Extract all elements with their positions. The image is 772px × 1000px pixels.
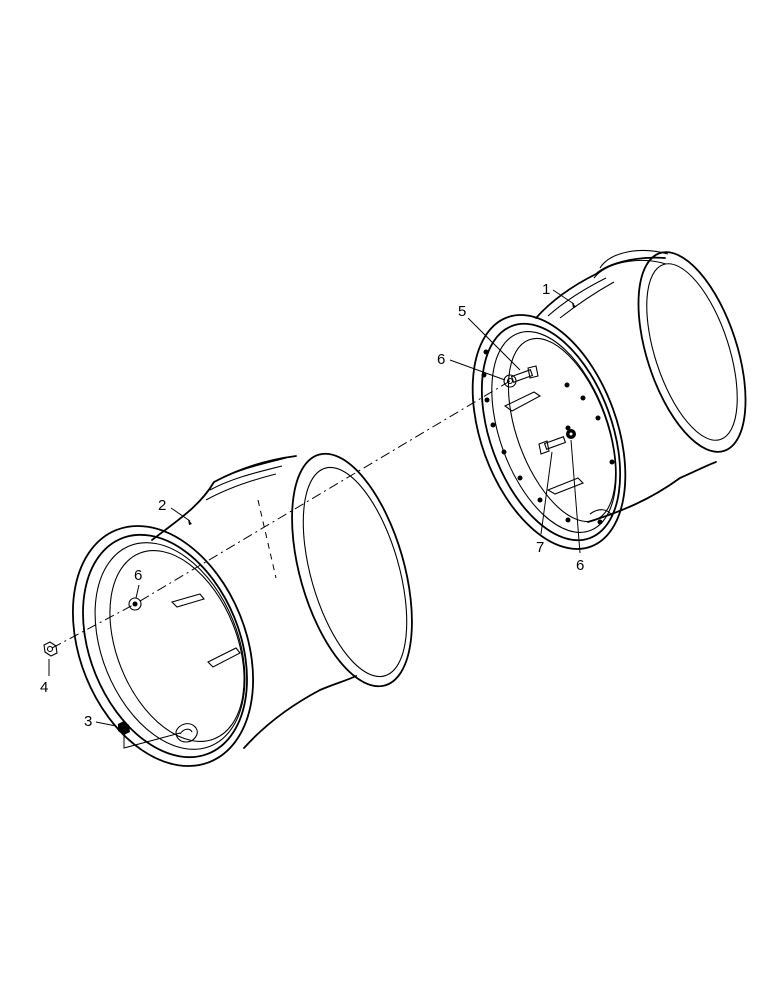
leader-6-lower [570, 439, 581, 554]
bolt-item-7 [538, 436, 567, 455]
callout-1: 1 [542, 281, 550, 298]
rim-left-back-edge [205, 452, 413, 688]
rim-right-lugs [503, 391, 613, 517]
leader-1 [552, 289, 575, 305]
rim-right-bolt-holes [481, 349, 615, 525]
callout-6-lower: 6 [576, 557, 584, 574]
nut-item-4 [43, 641, 58, 657]
callout-4: 4 [40, 679, 48, 696]
leader-6-left [135, 584, 140, 599]
valve-assembly-line [123, 728, 181, 749]
rim-left [72, 452, 413, 767]
callout-6-upper: 6 [437, 351, 445, 368]
rim-right [471, 249, 747, 550]
leader-6-upper [449, 359, 506, 381]
assembly-centerline [51, 380, 511, 649]
callout-6-left: 6 [134, 567, 142, 584]
washer-item-6-lower [566, 429, 576, 439]
callout-group: 1 2 3 4 5 6 6 7 6 [40, 281, 584, 730]
leader-5 [467, 317, 521, 371]
callout-7: 7 [536, 539, 544, 556]
washer-item-6-upper [503, 374, 517, 388]
rim-right-front-flange [471, 314, 627, 550]
rim-left-front-flange [72, 525, 254, 767]
rim-left-barrel [151, 455, 357, 749]
leader-3 [95, 721, 117, 727]
washer-item-6-left [128, 597, 142, 611]
callout-3: 3 [84, 713, 92, 730]
rim-left-lugs [170, 593, 241, 668]
rim-left-valve-slot [175, 723, 198, 743]
callout-2: 2 [158, 497, 166, 514]
callout-5: 5 [458, 303, 466, 320]
leader-7 [540, 451, 553, 535]
rim-right-back-edge [593, 249, 747, 453]
leader-2 [170, 507, 191, 522]
